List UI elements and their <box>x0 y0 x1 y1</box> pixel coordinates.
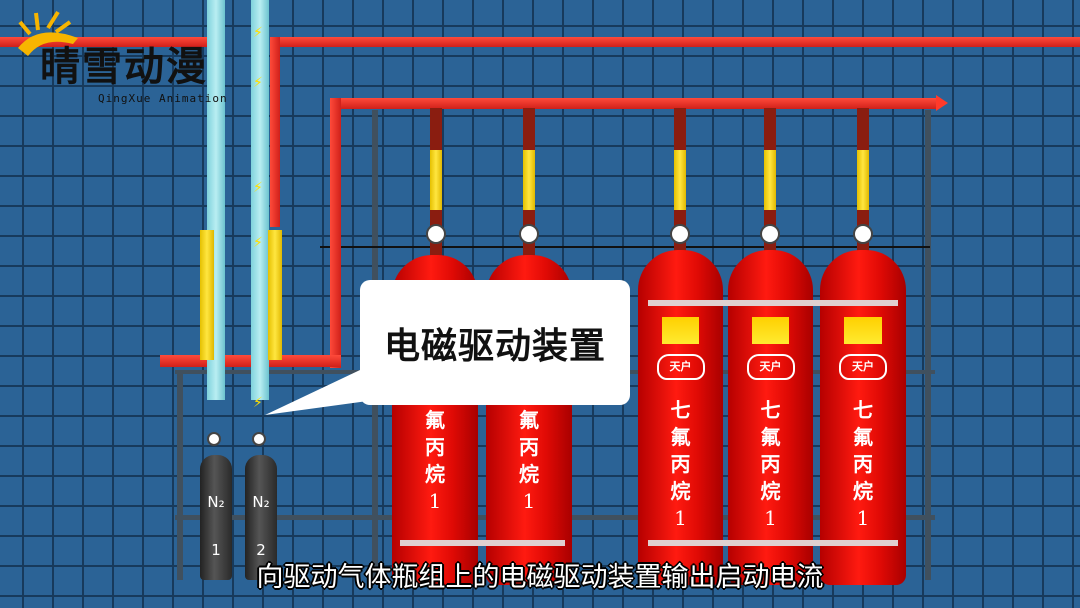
gas-label: N₂ <box>252 493 270 511</box>
lightning-icon: ⚡ <box>253 25 263 41</box>
lightning-icon: ⚡ <box>253 235 263 251</box>
cylinder-label: 氟 <box>425 407 445 432</box>
pressure-gauge-icon <box>426 224 446 244</box>
cylinder-label: 氟 <box>519 407 539 432</box>
valve <box>200 230 214 360</box>
strap-bar <box>400 540 565 546</box>
red-pipe-vertical <box>270 37 280 227</box>
valve <box>857 150 869 210</box>
pressure-gauge-icon <box>760 224 780 244</box>
valve <box>523 150 535 210</box>
cylinder-number: 1 <box>428 488 442 513</box>
yellow-plate <box>844 317 882 344</box>
cylinder-number: 1 <box>764 506 777 531</box>
rack-frame-post <box>925 110 931 580</box>
red-pipe-manifold <box>330 98 938 109</box>
yellow-plate <box>751 317 790 344</box>
cylinder-label: 烷 <box>760 479 781 504</box>
red-pipe-vertical <box>330 98 341 368</box>
blue-pipe-2 <box>251 0 269 400</box>
n2-cylinder-1: N₂ 1 <box>200 455 232 580</box>
callout-box: 电磁驱动装置 <box>360 280 630 405</box>
brand-logo: 天户 <box>839 353 887 380</box>
cylinder-number: 1 <box>522 488 536 513</box>
lightning-icon: ⚡ <box>253 75 263 91</box>
cylinder-label: 烷 <box>425 461 445 486</box>
cylinder-label: 烷 <box>853 479 873 504</box>
pressure-gauge-icon <box>252 432 266 446</box>
cylinder-label: 氟 <box>670 425 691 450</box>
pressure-gauge-icon <box>853 224 873 244</box>
n2-cylinder-2: N₂ 2 <box>245 455 277 580</box>
cylinder-label: 烷 <box>519 461 539 486</box>
cylinder-number: 1 <box>674 506 687 531</box>
brand-logo: 天户 <box>656 353 705 380</box>
cylinder-label: 七 <box>760 398 781 423</box>
callout-tail <box>265 370 375 415</box>
lightning-icon: ⚡ <box>253 180 263 196</box>
sun-logo-icon <box>18 10 78 56</box>
logo-chinese: 晴雪动漫 <box>40 44 208 90</box>
cylinder-number: 1 <box>211 541 221 559</box>
strap-bar <box>648 300 898 306</box>
callout-text: 电磁驱动装置 <box>383 325 606 367</box>
cylinder-label: 丙 <box>853 452 873 477</box>
pressure-gauge-icon <box>207 432 221 446</box>
cylinder-number: 1 <box>856 506 870 531</box>
rack-frame-post <box>177 370 183 580</box>
pressure-gauge-icon <box>670 224 690 244</box>
signal-wire <box>320 246 930 248</box>
strap-bar <box>648 540 898 546</box>
cylinder-number: 2 <box>256 541 266 559</box>
cylinder-label: 七 <box>670 398 691 423</box>
logo-english: QingXue Animation <box>98 92 228 105</box>
gas-label: N₂ <box>207 493 225 511</box>
valve <box>268 230 282 360</box>
pressure-gauge-icon <box>519 224 539 244</box>
brand-logo: 天户 <box>746 353 795 380</box>
cylinder-label: 氟 <box>853 425 873 450</box>
lightning-icon: ⚡ <box>253 395 263 411</box>
yellow-plate <box>661 317 700 344</box>
valve <box>430 150 442 210</box>
cylinder-label: 丙 <box>760 452 781 477</box>
red-pipe-top <box>0 37 212 47</box>
cylinder-label: 丙 <box>519 434 539 459</box>
arrow-icon <box>936 95 948 111</box>
cylinder-label: 七 <box>853 398 873 423</box>
subtitle: 向驱动气体瓶组上的电磁驱动装置输出启动电流 <box>256 562 824 593</box>
cylinder-label: 氟 <box>760 425 781 450</box>
red-pipe-top <box>270 37 1080 47</box>
cylinder-label: 丙 <box>670 452 691 477</box>
cylinder-label: 烷 <box>670 479 691 504</box>
cylinder-label: 丙 <box>425 434 445 459</box>
valve <box>674 150 686 210</box>
valve <box>764 150 776 210</box>
